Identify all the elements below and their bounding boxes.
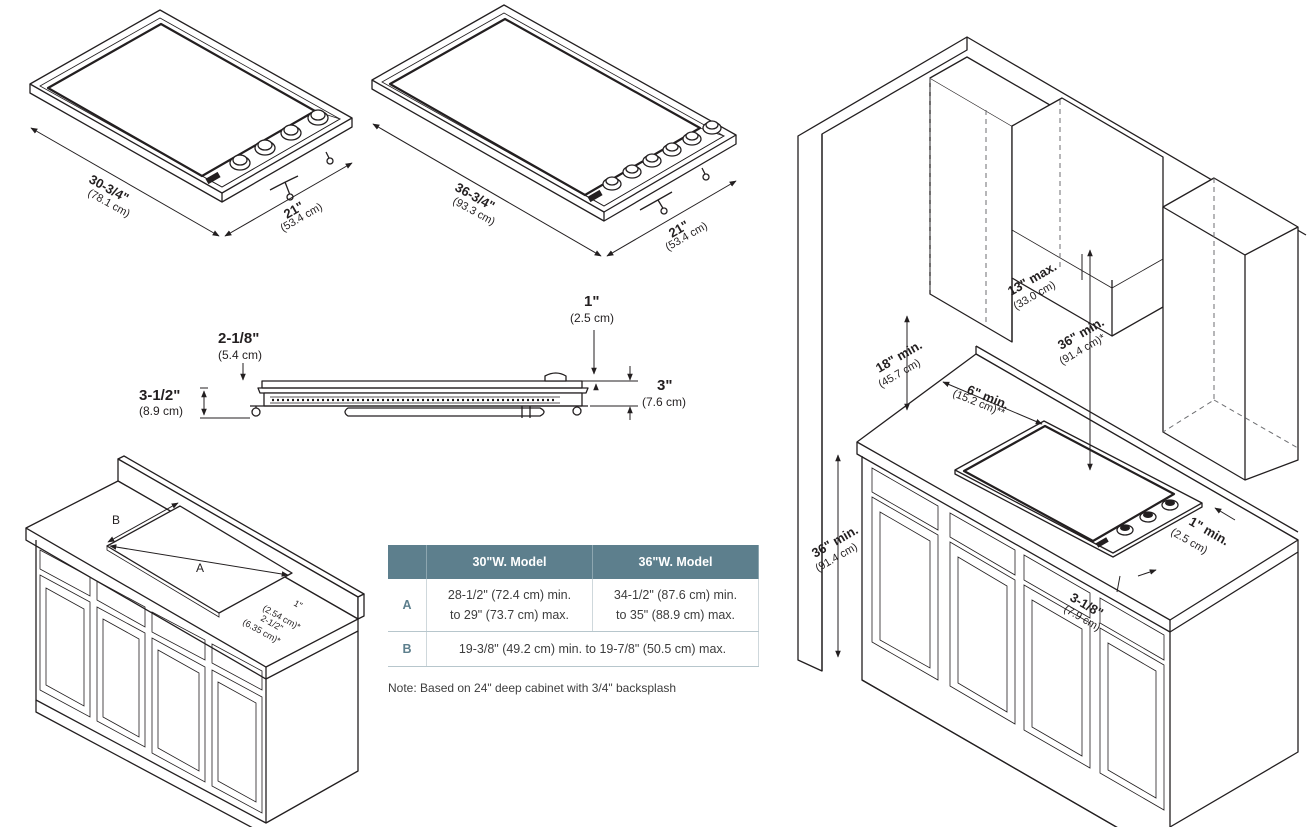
table-header-empty bbox=[388, 545, 427, 579]
row-a-36-cell: 34-1/2" (87.6 cm) min. to 35" (88.9 cm) … bbox=[592, 579, 759, 632]
row-a-30-cell: 28-1/2" (72.4 cm) min. to 29" (73.7 cm) … bbox=[426, 579, 593, 632]
cutout-spec-table: 30"W. Model 36"W. Model A 28-1/2" (72.4 … bbox=[388, 545, 759, 667]
table-header-36: 36"W. Model bbox=[592, 545, 759, 579]
cooktop-36-illustration bbox=[371, 4, 737, 222]
row-a-key: A bbox=[388, 579, 427, 632]
row-a-36-line2: to 35" (88.9 cm) max. bbox=[615, 608, 736, 622]
kitchen-drawers bbox=[871, 467, 1165, 661]
row-a-36-line1: 34-1/2" (87.6 cm) min. bbox=[613, 588, 738, 602]
rim-height-label: 2-1/8" bbox=[218, 330, 259, 347]
kitchen-doors bbox=[871, 496, 1165, 811]
cutout-cabinet-illustration bbox=[25, 455, 365, 827]
cooktop-30-illustration bbox=[29, 9, 353, 203]
cutout-a-label: A bbox=[196, 561, 204, 575]
kitchen-clearance-illustration bbox=[797, 36, 1307, 827]
cutout-cabinet-doors bbox=[39, 574, 263, 814]
top-offset-label: 1" bbox=[584, 293, 599, 310]
rim-height-cm-label: (5.4 cm) bbox=[218, 348, 262, 362]
total-height-cm-label: (8.9 cm) bbox=[139, 404, 183, 418]
row-b-key: B bbox=[388, 631, 427, 667]
row-a-30-line1: 28-1/2" (72.4 cm) min. bbox=[447, 588, 572, 602]
table-row: A 28-1/2" (72.4 cm) min. to 29" (73.7 cm… bbox=[388, 579, 759, 632]
cooktop-side-profile bbox=[250, 372, 589, 418]
table-header-row: 30"W. Model 36"W. Model bbox=[388, 545, 759, 579]
table-row: B 19-3/8" (49.2 cm) min. to 19-7/8" (50.… bbox=[388, 631, 759, 667]
cutout-b-label: B bbox=[112, 513, 120, 527]
row-a-30-line2: to 29" (73.7 cm) max. bbox=[449, 608, 570, 622]
row-b-value: 19-3/8" (49.2 cm) min. to 19-7/8" (50.5 … bbox=[426, 631, 759, 667]
total-height-label: 3-1/2" bbox=[139, 387, 180, 404]
top-offset-cm-label: (2.5 cm) bbox=[570, 311, 614, 325]
side-depth-cm-label: (7.6 cm) bbox=[642, 395, 686, 409]
kitchen-cooktop-knobs bbox=[1116, 499, 1179, 536]
side-depth-label: 3" bbox=[657, 377, 672, 394]
cooktop-30-knobs bbox=[229, 109, 329, 171]
table-note: Note: Based on 24" deep cabinet with 3/4… bbox=[388, 681, 677, 695]
cutout-cabinet-drawers bbox=[39, 549, 263, 691]
table-header-30: 30"W. Model bbox=[426, 545, 593, 579]
